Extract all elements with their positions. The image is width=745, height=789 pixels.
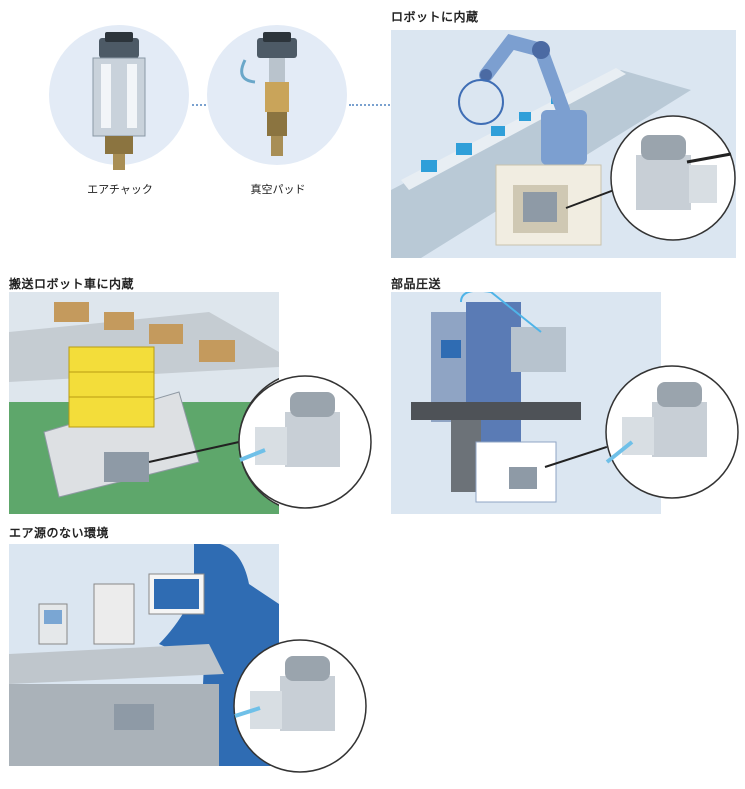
parts-press-title: 部品圧送 xyxy=(391,277,442,291)
agv-zoom-detail xyxy=(235,372,375,512)
parts-press-zoom-detail xyxy=(602,362,742,502)
robot-builtin-panel xyxy=(391,30,736,258)
connector-line xyxy=(192,104,206,106)
parts-press-panel xyxy=(391,292,661,514)
vacuum-pad-illustration xyxy=(205,20,350,170)
no-air-zoom-detail xyxy=(230,636,370,776)
robot-builtin-title: ロボットに内蔵 xyxy=(391,10,479,24)
agv-title: 搬送ロボット車に内蔵 xyxy=(9,277,135,291)
air-chuck-label: エアチャック xyxy=(87,183,153,196)
vacuum-pad-label: 真空パッド xyxy=(250,183,306,196)
air-chuck-illustration xyxy=(47,20,192,170)
no-air-title: エア源のない環境 xyxy=(9,526,110,540)
